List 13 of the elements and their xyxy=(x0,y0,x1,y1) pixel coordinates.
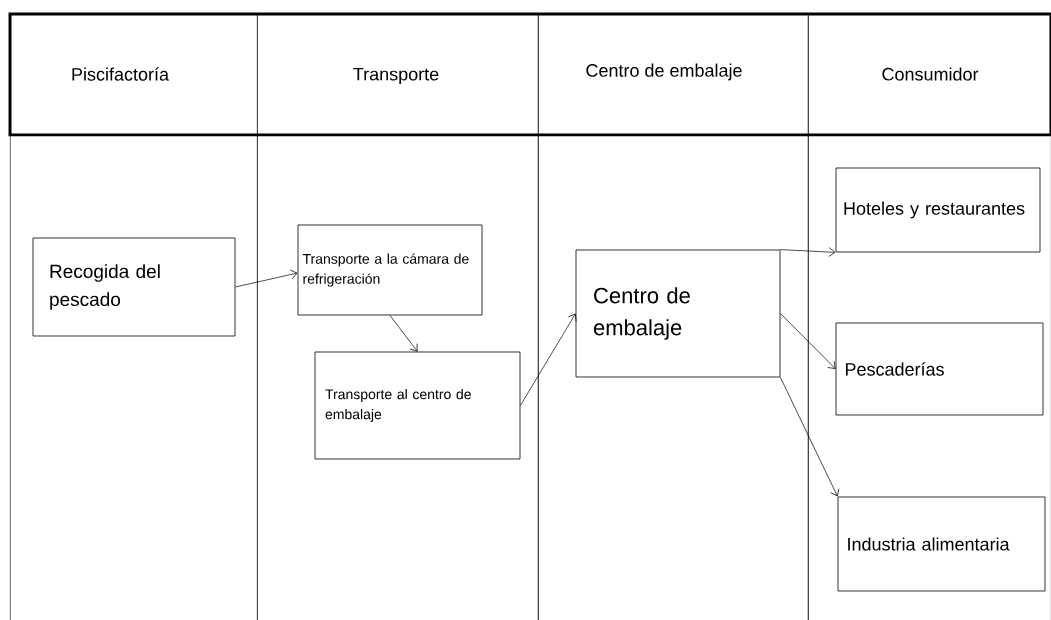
arrow xyxy=(389,315,418,352)
process-box: Hoteles y restaurantes xyxy=(835,167,1041,253)
arrow xyxy=(780,377,840,497)
process-box: Pescaderías xyxy=(835,322,1044,416)
arrow xyxy=(520,313,577,406)
process-box: Centro de embalaje xyxy=(575,249,781,378)
arrow xyxy=(780,313,836,369)
arrow xyxy=(235,269,298,288)
process-box: Transporte al centro de embalaje xyxy=(314,351,521,460)
process-box: Industria alimentaria xyxy=(837,496,1046,592)
arrow xyxy=(780,247,836,257)
process-box: Recogida del pescado xyxy=(32,237,236,337)
process-box: Transporte a la cámara de refrigeración xyxy=(297,224,483,316)
